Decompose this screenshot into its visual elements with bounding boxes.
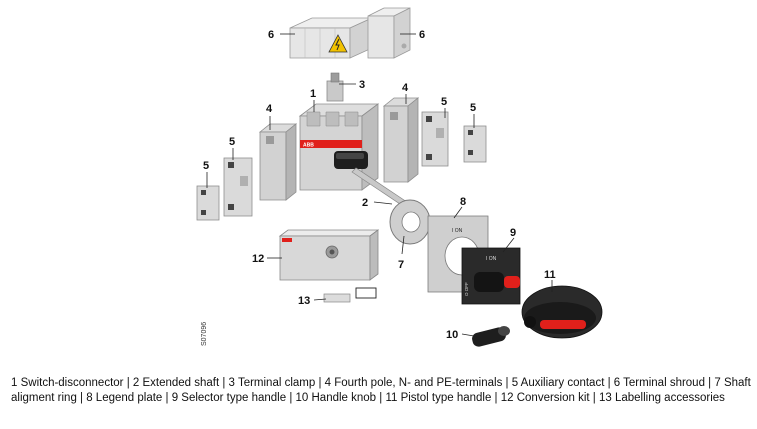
callout-12: 12 — [252, 253, 264, 265]
labelling-accessories — [323, 287, 377, 303]
callout-9: 9 — [510, 227, 516, 239]
terminal-clamp — [326, 72, 344, 102]
handle-knob — [472, 326, 510, 347]
callout-3: 3 — [359, 79, 365, 91]
callout-6-left: 6 — [268, 29, 274, 41]
caption-text: 1 Switch-disconnector | 2 Extended shaft… — [11, 377, 751, 404]
terminal-shroud-left — [289, 17, 373, 59]
terminal-shroud-right — [367, 7, 411, 59]
auxiliary-contact-2 — [223, 157, 253, 217]
shaft-alignment-ring — [389, 199, 431, 245]
figure-id: S07096 — [201, 322, 208, 346]
selector-type-handle: I ON O OFF — [461, 247, 521, 305]
callout-11: 11 — [544, 269, 556, 281]
callout-7: 7 — [398, 259, 404, 271]
fourth-pole-right — [382, 97, 420, 183]
pistol-type-handle — [521, 285, 603, 339]
callout-5-a: 5 — [441, 96, 447, 108]
callout-1: 1 — [310, 88, 316, 100]
switch-disconnector: ABB — [298, 103, 380, 191]
figure-caption: 1 Switch-disconnector | 2 Extended shaft… — [11, 376, 751, 406]
callout-10: 10 — [446, 329, 458, 341]
callout-2: 2 — [362, 197, 368, 209]
selector-on-label: I ON — [486, 256, 497, 262]
callout-6-right: 6 — [419, 29, 425, 41]
legend-on-label: I ON — [452, 228, 463, 234]
conversion-kit — [278, 229, 380, 281]
auxiliary-contact-1 — [196, 185, 220, 221]
auxiliary-contact-3 — [421, 111, 449, 167]
callout-13: 13 — [298, 295, 310, 307]
callout-8: 8 — [460, 196, 466, 208]
callout-5-b: 5 — [470, 102, 476, 114]
fourth-pole-left — [258, 123, 298, 201]
warning-icon — [328, 34, 348, 53]
callout-4-left: 4 — [266, 103, 273, 115]
callout-4-right: 4 — [402, 82, 409, 94]
exploded-view-diagram: ABB — [196, 7, 603, 347]
auxiliary-contact-4 — [463, 125, 487, 163]
callout-5-c: 5 — [229, 136, 235, 148]
brand-mark: ABB — [303, 143, 314, 149]
callout-5-d: 5 — [203, 160, 209, 172]
selector-off-label: O OFF — [464, 282, 469, 296]
